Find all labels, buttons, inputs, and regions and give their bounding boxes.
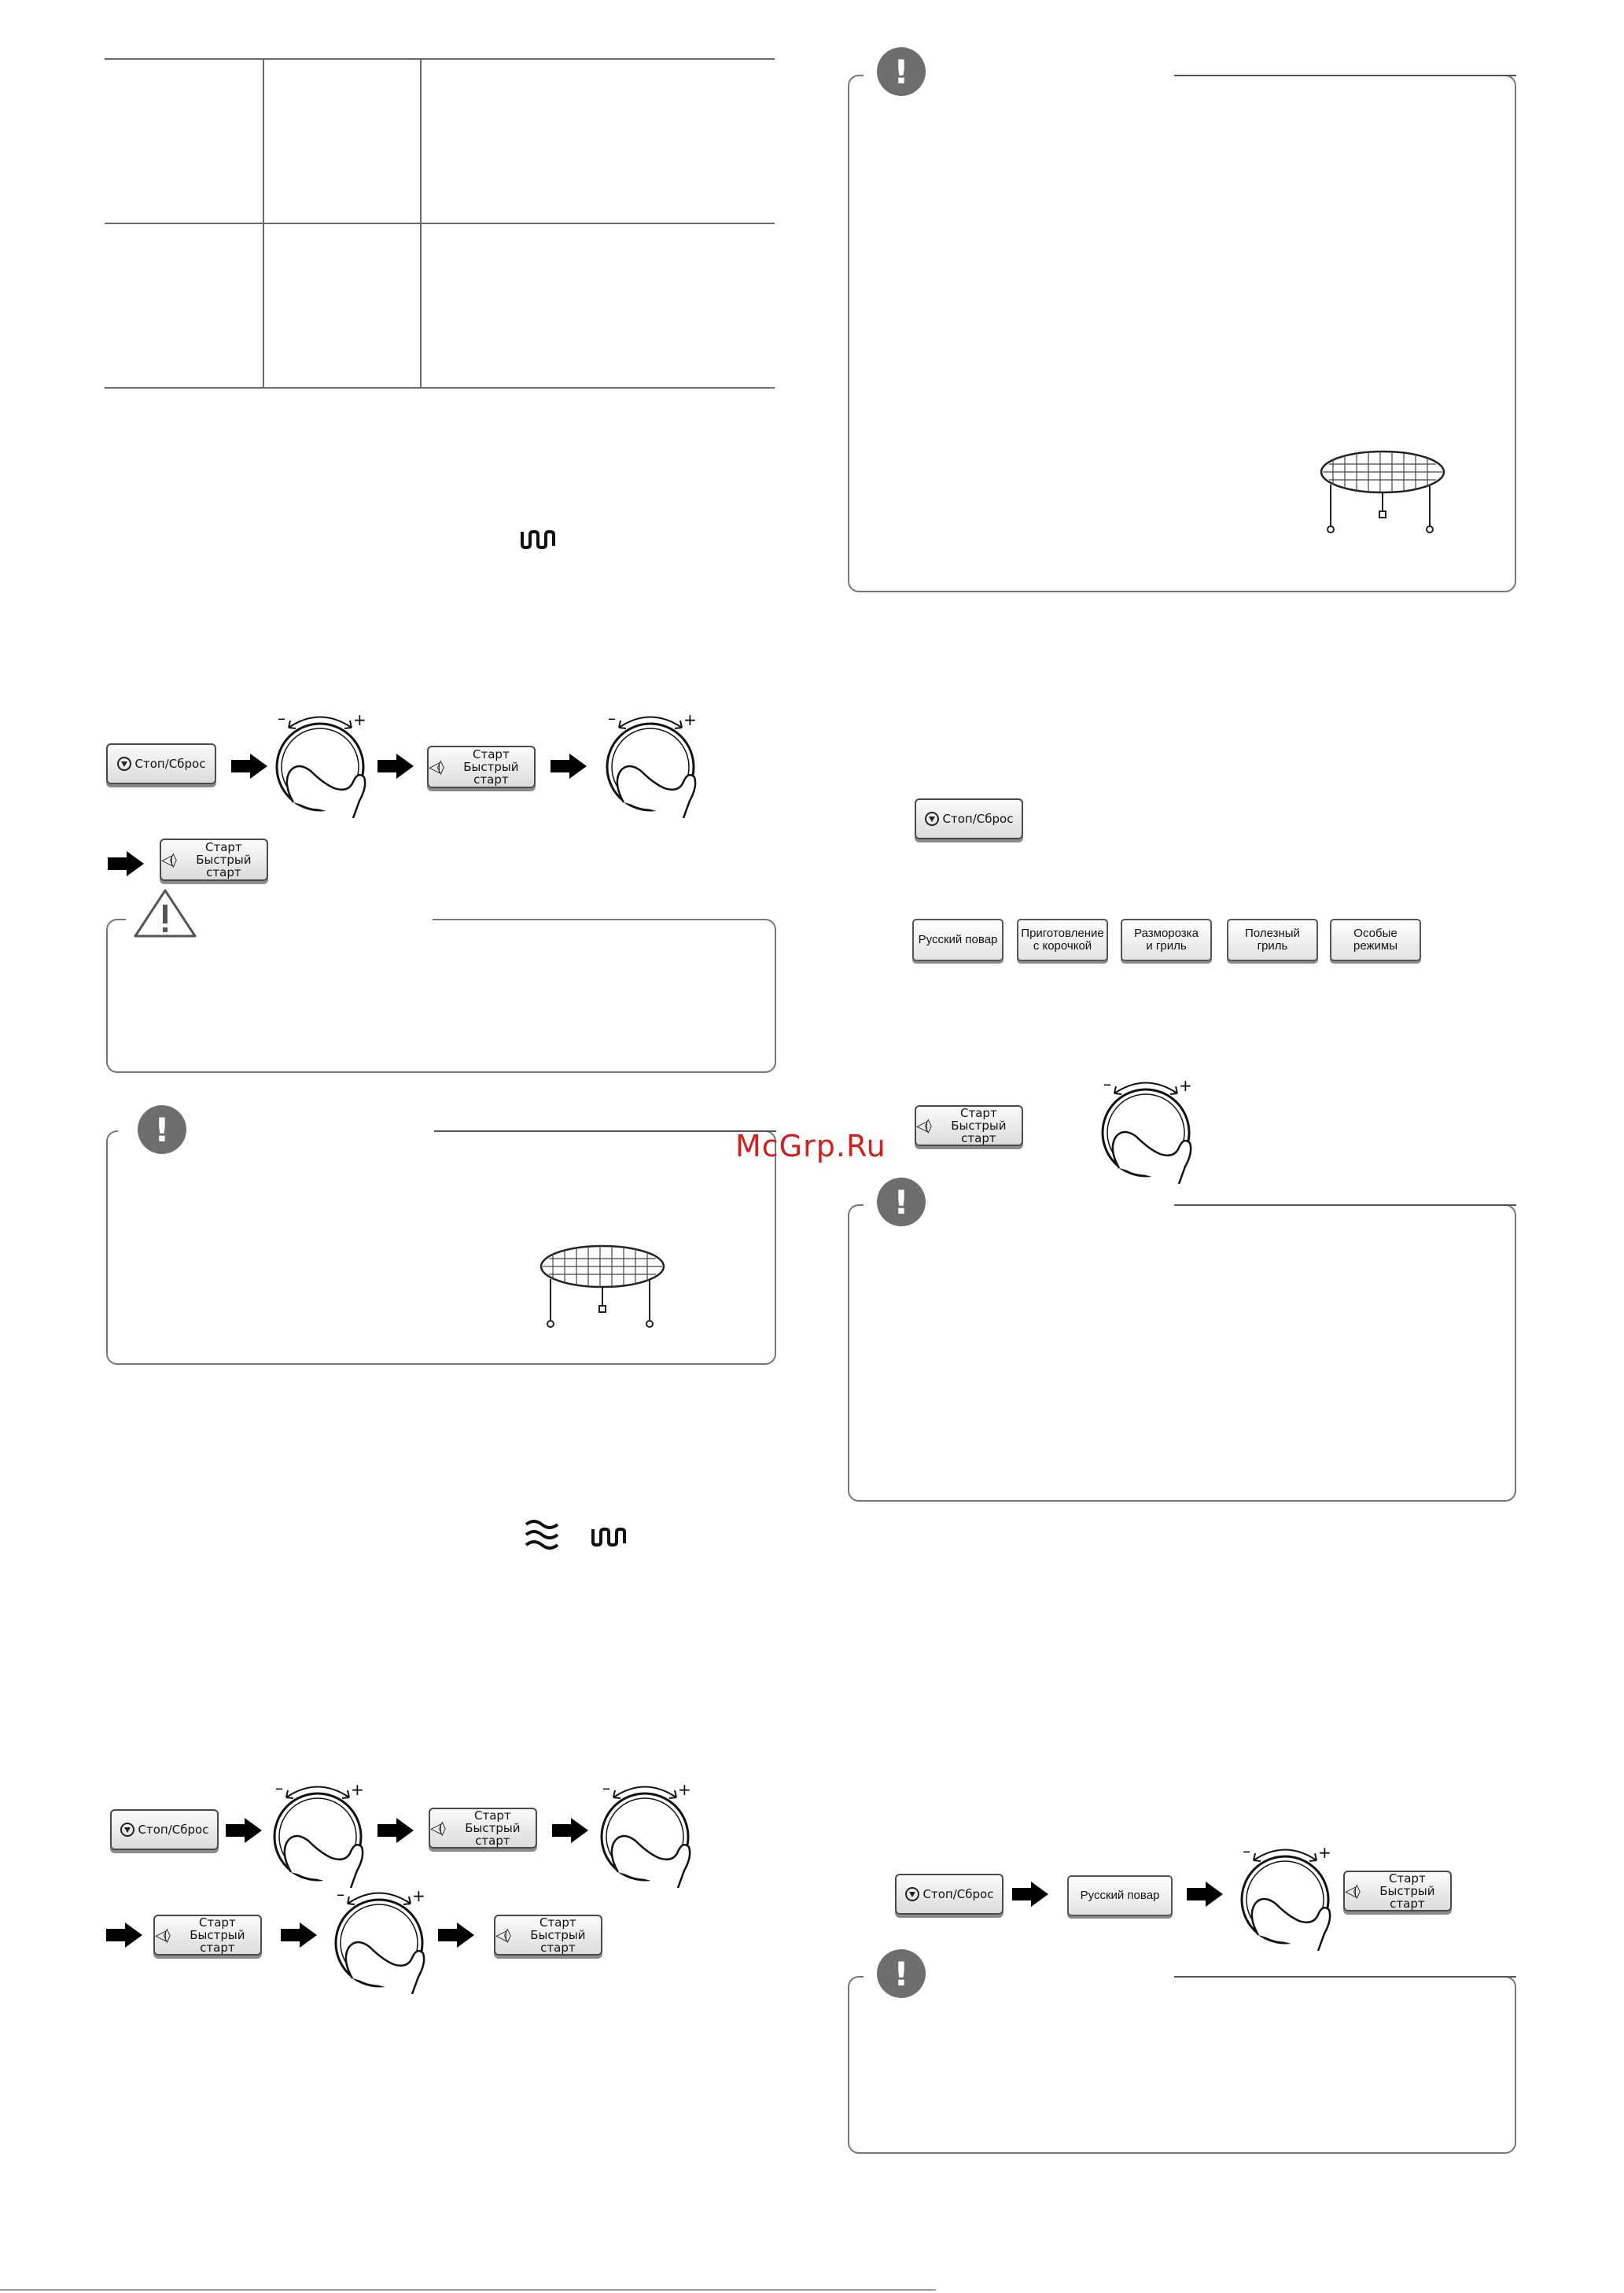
grill-symbol-icon bbox=[521, 530, 555, 549]
svg-text:+: + bbox=[412, 1886, 425, 1905]
note-box-rule bbox=[434, 1130, 776, 1132]
caution-box bbox=[106, 919, 776, 1073]
table-rule bbox=[105, 223, 775, 224]
dial-icon[interactable]: – + bbox=[1236, 1841, 1339, 1951]
box-gap bbox=[204, 919, 433, 922]
grill-rack-icon bbox=[539, 1244, 665, 1328]
svg-text:–: – bbox=[337, 1885, 344, 1904]
start-icon: ◁◊ bbox=[1345, 1882, 1361, 1900]
exclamation-icon: ! bbox=[877, 1178, 926, 1226]
stop-icon bbox=[904, 1887, 919, 1901]
arrow-right-icon bbox=[108, 851, 144, 876]
start-icon: ◁◊ bbox=[161, 851, 177, 868]
note-box bbox=[848, 75, 1516, 592]
arrow-right-icon bbox=[377, 754, 414, 779]
start-icon: ◁◊ bbox=[916, 1117, 932, 1134]
box-gap bbox=[864, 1193, 1178, 1208]
special-modes-button[interactable]: Особые режимы bbox=[1330, 919, 1421, 961]
arrow-right-icon bbox=[551, 754, 587, 779]
grill-symbol-icon bbox=[591, 1528, 626, 1546]
stop-reset-button[interactable]: Стоп/Сброс bbox=[895, 1874, 1003, 1915]
note-box bbox=[848, 1976, 1516, 2154]
arrow-right-icon bbox=[226, 1818, 262, 1843]
svg-text:+: + bbox=[353, 710, 366, 729]
start-icon: ◁◊ bbox=[430, 1819, 446, 1837]
crust-cooking-button[interactable]: Приготовление с корочкой bbox=[1017, 919, 1108, 961]
healthy-grill-button[interactable]: Полезный гриль bbox=[1227, 919, 1318, 961]
start-button[interactable]: ◁◊ Старт Быстрый старт bbox=[1343, 1871, 1452, 1911]
svg-text:–: – bbox=[602, 1779, 610, 1797]
svg-text:+: + bbox=[1318, 1843, 1331, 1862]
svg-text:–: – bbox=[275, 1779, 283, 1797]
table-column-divider bbox=[420, 58, 422, 389]
watermark: McGrp.Ru bbox=[735, 1129, 886, 1163]
note-box bbox=[106, 1130, 776, 1365]
start-button[interactable]: ◁◊ Старт Быстрый старт bbox=[915, 1105, 1023, 1146]
stop-icon bbox=[120, 1823, 134, 1837]
arrow-right-icon bbox=[1012, 1882, 1048, 1907]
dial-icon[interactable]: – + bbox=[602, 708, 704, 818]
start-button[interactable]: ◁◊ Старт Быстрый старт bbox=[160, 839, 268, 881]
defrost-grill-button[interactable]: Разморозка и гриль bbox=[1121, 919, 1212, 961]
microwave-symbol-icon bbox=[525, 1520, 559, 1550]
svg-text:–: – bbox=[1103, 1075, 1111, 1093]
start-icon: ◁◊ bbox=[155, 1926, 171, 1944]
warning-triangle-icon bbox=[134, 889, 197, 938]
dial-icon[interactable]: – + bbox=[596, 1778, 698, 1888]
dial-icon[interactable]: – + bbox=[330, 1884, 433, 1994]
svg-text:+: + bbox=[678, 1780, 691, 1799]
svg-text:–: – bbox=[608, 709, 616, 728]
dial-icon[interactable]: – + bbox=[269, 1778, 371, 1888]
note-box-rule bbox=[1174, 1976, 1516, 1978]
arrow-right-icon bbox=[377, 1818, 414, 1843]
stop-icon bbox=[116, 757, 131, 771]
start-icon: ◁◊ bbox=[429, 758, 444, 776]
box-gap bbox=[864, 63, 1178, 79]
arrow-right-icon bbox=[438, 1923, 474, 1948]
stop-reset-button[interactable]: Стоп/Сброс bbox=[110, 1809, 219, 1850]
footer-rule bbox=[0, 2289, 936, 2291]
start-button[interactable]: ◁◊ Старт Быстрый старт bbox=[427, 746, 536, 788]
box-gap bbox=[118, 1117, 440, 1133]
svg-text:–: – bbox=[278, 709, 285, 728]
dial-icon[interactable]: – + bbox=[271, 708, 374, 818]
svg-text:+: + bbox=[1179, 1076, 1192, 1095]
dial-icon[interactable]: – + bbox=[1097, 1074, 1199, 1184]
arrow-right-icon bbox=[552, 1818, 588, 1843]
note-box bbox=[848, 1204, 1516, 1502]
svg-text:+: + bbox=[683, 710, 697, 729]
stop-reset-button[interactable]: Стоп/Сброс bbox=[106, 743, 216, 784]
start-button[interactable]: ◁◊ Старт Быстрый старт bbox=[494, 1915, 602, 1956]
table-rule bbox=[105, 387, 775, 389]
exclamation-icon: ! bbox=[877, 1949, 926, 1998]
arrow-right-icon bbox=[231, 754, 267, 779]
svg-text:+: + bbox=[351, 1780, 364, 1799]
box-gap bbox=[864, 1964, 1178, 1980]
start-button[interactable]: ◁◊ Старт Быстрый старт bbox=[429, 1808, 537, 1849]
arrow-right-icon bbox=[106, 1923, 142, 1948]
start-button[interactable]: ◁◊ Старт Быстрый старт bbox=[153, 1915, 262, 1956]
arrow-right-icon bbox=[281, 1923, 317, 1948]
grill-rack-icon bbox=[1320, 450, 1445, 533]
table-column-divider bbox=[263, 58, 264, 389]
note-box-rule bbox=[1174, 75, 1516, 76]
svg-text:–: – bbox=[1243, 1841, 1250, 1860]
russian-cook-button[interactable]: Русский повар bbox=[912, 919, 1003, 961]
stop-reset-button[interactable]: Стоп/Сброс bbox=[915, 798, 1023, 839]
exclamation-icon: ! bbox=[138, 1105, 186, 1154]
note-box-rule bbox=[1174, 1204, 1516, 1206]
table-rule bbox=[105, 58, 775, 60]
exclamation-icon: ! bbox=[877, 47, 926, 96]
stop-icon bbox=[924, 812, 939, 826]
russian-cook-button[interactable]: Русский повар bbox=[1067, 1875, 1173, 1916]
arrow-right-icon bbox=[1187, 1882, 1223, 1907]
start-icon: ◁◊ bbox=[495, 1926, 511, 1944]
